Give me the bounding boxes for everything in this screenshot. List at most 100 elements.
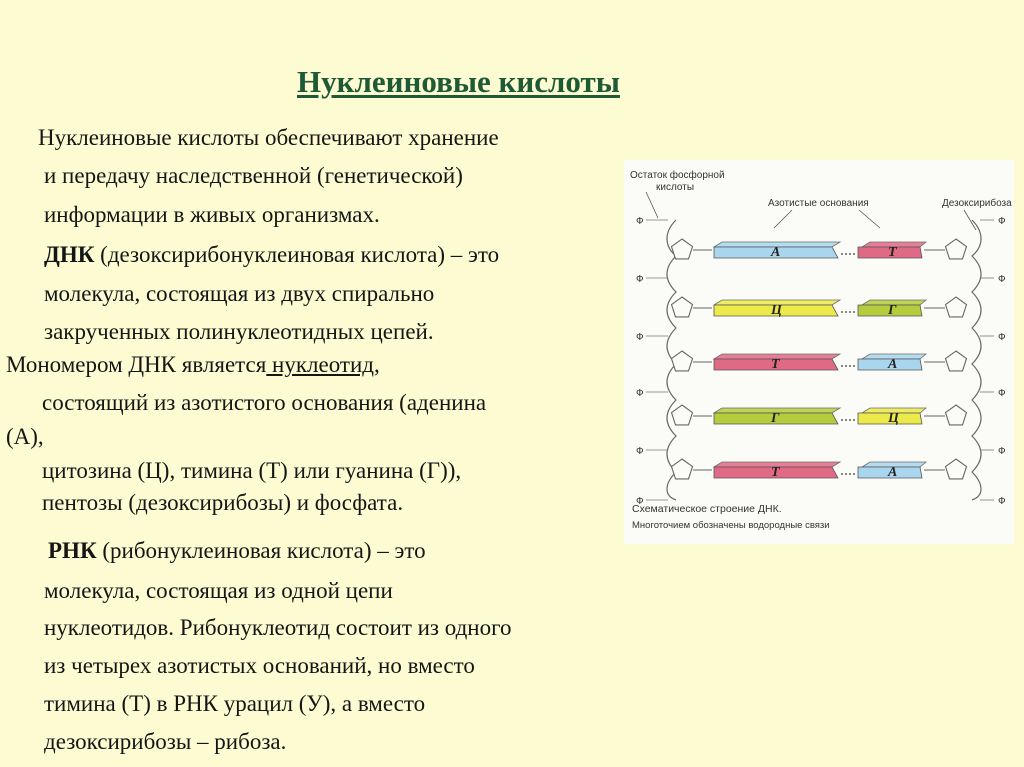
text-line: пентозы (дезоксирибозы) и фосфата. [42, 490, 404, 515]
monomer-comma: , [373, 352, 380, 377]
bases-pointer-right [858, 209, 881, 229]
cytosine-label: Ц [770, 303, 783, 318]
guanine-base [857, 304, 923, 317]
monomer-intro: Мономером ДНК является [6, 352, 267, 377]
hydrogen-bond-dot [849, 253, 851, 255]
figure-caption-hydrogen: Многоточием обозначены водородные связи [632, 520, 830, 531]
phosphate-symbol: Ф [636, 388, 644, 399]
hydrogen-bond-dot [845, 473, 847, 475]
text-line: Мономером ДНК является нуклеотид, [6, 351, 380, 379]
deoxyribose-pointer [963, 209, 977, 231]
hydrogen-bond-dot [849, 311, 851, 313]
phosphate-symbol: Ф [998, 274, 1006, 285]
guanine-label: Г [770, 411, 780, 426]
phosphate-symbol: Ф [636, 446, 644, 457]
cytosine-base [713, 304, 839, 317]
sugar-pentagon [670, 238, 694, 260]
thymine-base [857, 246, 923, 259]
thymine-label: Т [771, 357, 781, 372]
hydrogen-bond-dot [845, 365, 847, 367]
phosphate-pointer [645, 191, 659, 219]
adenine-base [857, 466, 923, 479]
sugar-pentagon [670, 350, 694, 372]
text-line: дезоксирибозы – рибоза. [44, 729, 287, 754]
phosphate-symbol: Ф [636, 496, 644, 507]
bases-label: Азотистые основания [768, 198, 869, 209]
phosphate-symbol: Ф [998, 332, 1006, 343]
nucleotide-link[interactable]: нуклеотид [266, 352, 374, 377]
sugar-pentagon [944, 296, 968, 318]
cytosine-label: Ц [887, 411, 900, 426]
text-line: нуклеотидов. Рибонуклеотид состоит из од… [44, 615, 512, 640]
adenine-base [857, 358, 923, 371]
text-line: Нуклеиновые кислоты обеспечивают хранени… [38, 125, 499, 150]
hydrogen-bond-dot [849, 419, 851, 421]
phosphate-label-2: кислоты [656, 182, 694, 193]
hydrogen-bond-dot [853, 419, 855, 421]
base-pairs: А Т Ц Г Т А Г Ц Т А [712, 241, 928, 480]
text-line: молекула, состоящая из двух спирально [44, 281, 435, 306]
sugar-pentagon [670, 458, 694, 480]
adenine-label: А [770, 245, 780, 260]
phosphate-symbol: Ф [998, 216, 1006, 227]
hydrogen-bond-dot [845, 253, 847, 255]
adenine-label: А [887, 465, 897, 480]
phosphate-symbol: Ф [636, 332, 644, 343]
sugar-pentagon [670, 404, 694, 426]
hydrogen-bond-dot [841, 365, 843, 367]
thymine-base [713, 466, 839, 479]
guanine-label: Г [887, 303, 897, 318]
phosphate-symbol: Ф [998, 496, 1006, 507]
dna-diagram: Остаток фосфорной кислоты Азотистые осно… [630, 169, 1012, 531]
text-line: РНК (рибонуклеиновая кислота) – это [48, 537, 426, 565]
text-line: цитозина (Ц), тимина (Т) или гуанина (Г)… [42, 458, 462, 483]
hydrogen-bond-dot [845, 419, 847, 421]
phosphate-symbol: Ф [636, 274, 644, 285]
text-line: состоящий из азотистого основания (адени… [42, 390, 487, 415]
sugar-pentagon [944, 404, 968, 426]
hydrogen-bond-dot [841, 253, 843, 255]
phosphate-symbol: Ф [998, 446, 1006, 457]
text-line: и передачу наследственной (генетической) [44, 163, 463, 188]
deoxyribose-sugars [670, 238, 968, 480]
text-line: из четырех азотистых оснований, но вмест… [44, 653, 475, 678]
hydrogen-bond-dot [849, 365, 851, 367]
slide-title: Нуклеиновые кислоты [297, 64, 620, 99]
text-line: молекула, состоящая из одной цепи [44, 578, 393, 603]
hydrogen-bond-dot [849, 473, 851, 475]
sugar-pentagon [944, 458, 968, 480]
text-line: закрученных полинуклеотидных цепей. [44, 319, 434, 344]
rna-definition: (рибонуклеиновая кислота) – это [96, 538, 426, 563]
figure-caption: Схематическое строение ДНК. [632, 503, 782, 515]
sugar-pentagon [670, 296, 694, 318]
dna-structure-figure: Остаток фосфорной кислоты Азотистые осно… [624, 160, 1014, 544]
rna-term: РНК [48, 538, 97, 563]
hydrogen-bond-dot [853, 473, 855, 475]
text-line: тимина (Т) в РНК урацил (У), а вместо [44, 691, 426, 716]
text-line: информации в живых организмах. [44, 202, 380, 227]
text-line: (А), [6, 424, 44, 449]
cytosine-base [857, 412, 923, 425]
hydrogen-bond-dot [841, 473, 843, 475]
hydrogen-bond-dot [853, 311, 855, 313]
dna-term: ДНК [44, 242, 95, 267]
bases-pointer-left [773, 209, 793, 229]
adenine-base [713, 246, 839, 259]
hydrogen-bond-dot [841, 419, 843, 421]
deoxyribose-label: Дезоксирибоза [942, 197, 1012, 209]
sugar-pentagon [944, 350, 968, 372]
hydrogen-bond-dot [853, 365, 855, 367]
guanine-base [713, 412, 839, 425]
thymine-label: Т [888, 245, 898, 260]
hydrogen-bond-dot [841, 311, 843, 313]
dna-definition: (дезоксирибонуклеиновая кислота) – это [94, 242, 500, 267]
adenine-label: А [887, 357, 897, 372]
right-backbone [971, 219, 982, 501]
thymine-base [713, 358, 839, 371]
sugar-pentagon [944, 238, 968, 260]
phosphate-label: Остаток фосфорной [630, 169, 725, 181]
hydrogen-bond-dot [845, 311, 847, 313]
thymine-label: Т [771, 465, 781, 480]
phosphate-symbol: Ф [998, 388, 1006, 399]
